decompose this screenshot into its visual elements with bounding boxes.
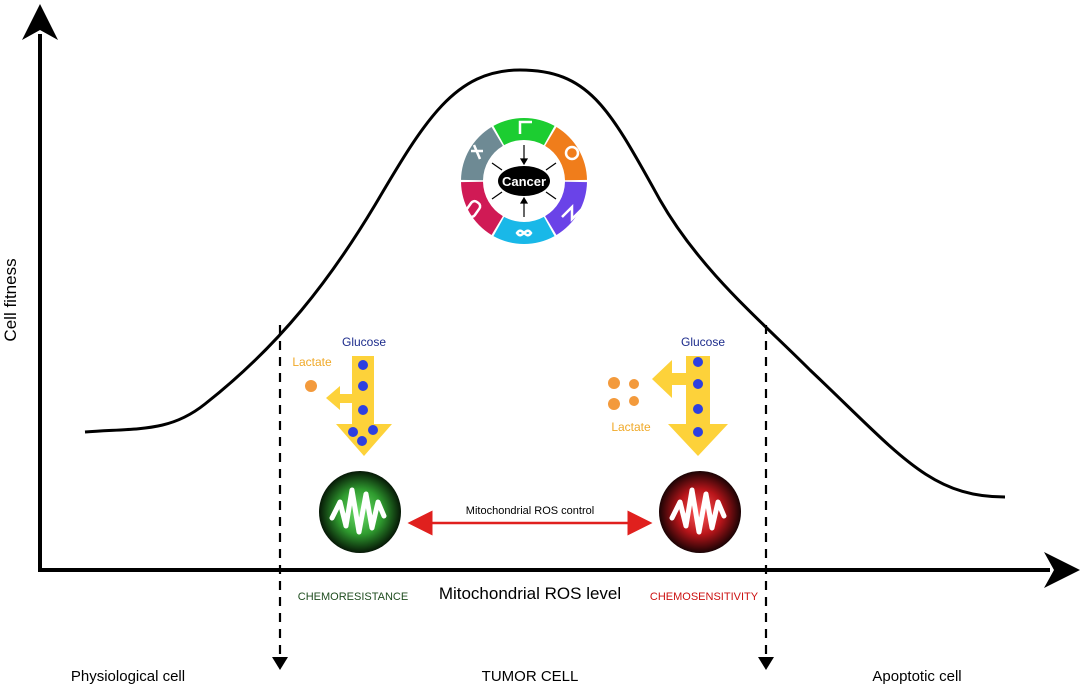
- left-lactate-arrow-icon: [326, 386, 340, 410]
- right-glucose-arrow-icon: [668, 424, 728, 456]
- right-glycolysis-block: Glucose Lactate: [608, 335, 728, 456]
- resisting-cell-death-icon: [471, 144, 483, 160]
- down-arrow-icon: [758, 657, 774, 670]
- hallmark-segment: [493, 216, 555, 244]
- left-lactate-label: Lactate: [292, 355, 332, 369]
- angiogenesis-icon: [561, 203, 583, 223]
- x-axis-arrowhead-icon: [1044, 552, 1080, 588]
- left-glycolysis-block: Glucose Lactate: [292, 335, 392, 456]
- hallmark-segment: [493, 118, 555, 146]
- hallmark-segment: [461, 126, 503, 181]
- physiological-cell-label: Physiological cell: [71, 668, 185, 685]
- right-boundary-dashed-line: [758, 325, 774, 670]
- hallmark-segment: [545, 181, 587, 236]
- hallmarks-of-cancer-wheel: Cancer: [461, 118, 587, 244]
- left-glucose-label: Glucose: [342, 335, 386, 349]
- right-lactate-arrow-icon: [652, 360, 672, 398]
- replicative-immortality-icon: [515, 229, 533, 237]
- evading-suppressors-icon: [564, 145, 580, 161]
- apoptotic-cell-label: Apoptotic cell: [872, 668, 961, 685]
- right-lactate-label: Lactate: [611, 420, 651, 434]
- down-arrow-icon: [272, 657, 288, 670]
- chemoresistance-label: CHEMORESISTANCE: [298, 591, 408, 603]
- y-axis-label: Cell fitness: [1, 258, 20, 341]
- red-mitochondrion-icon: [659, 471, 741, 553]
- tumor-cell-label: TUMOR CELL: [482, 668, 579, 685]
- cell-fitness-curve: [84, 68, 1006, 499]
- sustained-proliferation-icon: [518, 120, 532, 134]
- x-axis-label: Mitochondrial ROS level: [439, 584, 621, 603]
- right-glucose-label: Glucose: [681, 335, 725, 349]
- y-axis-arrowhead-icon: [22, 4, 58, 40]
- chemosensitivity-label: CHEMOSENSITIVITY: [650, 591, 759, 603]
- ros-control-label: Mitochondrial ROS control: [466, 505, 594, 517]
- x-axis: [38, 552, 1080, 588]
- invasion-metastasis-icon: [464, 199, 482, 219]
- hallmark-segment: [461, 181, 503, 236]
- green-mitochondrion-icon: [319, 471, 401, 553]
- cancer-label: Cancer: [502, 174, 546, 189]
- y-axis: [22, 4, 58, 568]
- left-boundary-dashed-line: [272, 325, 288, 670]
